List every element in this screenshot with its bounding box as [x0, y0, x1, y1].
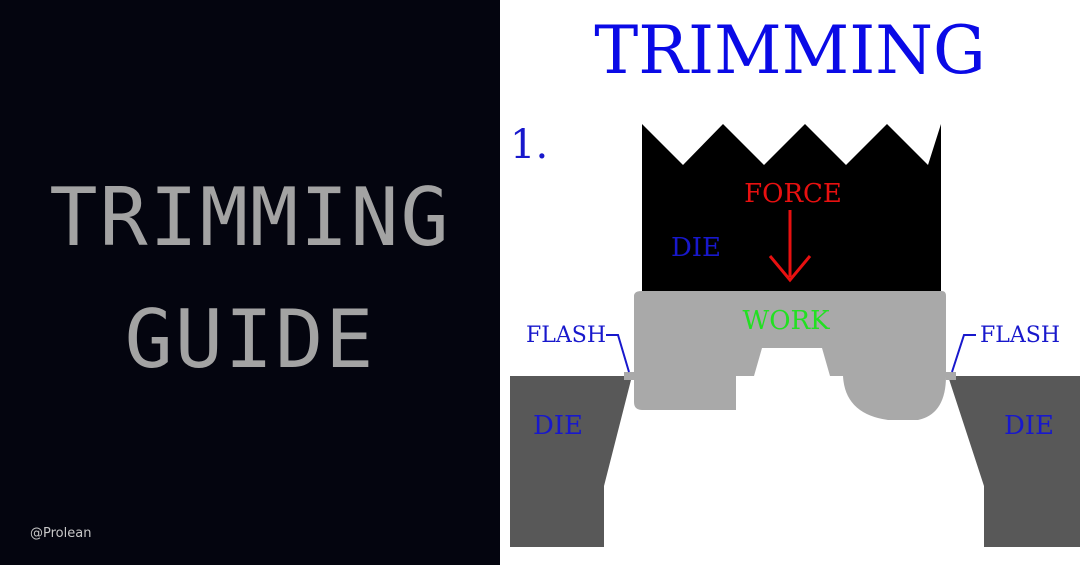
cover-title-line2: GUIDE	[124, 293, 376, 386]
lower-die-left	[510, 376, 632, 547]
upper-die-label: DIE	[671, 233, 721, 263]
lower-die-right	[948, 376, 1080, 547]
lower-die-right-label: DIE	[1004, 411, 1054, 441]
flash-right	[946, 372, 956, 380]
watermark: @Prolean	[30, 526, 92, 541]
cover-title-line1: TRIMMING	[49, 171, 451, 264]
diagram-title: TRIMMING	[594, 12, 986, 89]
step-number: 1.	[510, 122, 548, 168]
flash-label-right: FLASH	[980, 323, 1060, 348]
lower-die-left-label: DIE	[533, 411, 583, 441]
flash-left	[624, 372, 634, 380]
force-label: FORCE	[744, 179, 842, 209]
flash-label-left: FLASH	[526, 323, 606, 348]
flash-leader-left	[606, 334, 630, 373]
work-label: WORK	[742, 306, 830, 336]
upper-die	[642, 124, 941, 291]
flash-leader-right	[951, 334, 976, 373]
diagram-panel: TRIMMING 1. FORCE DIE WORK FLASH FLASH D…	[500, 0, 1080, 565]
workpiece	[634, 291, 946, 420]
cover-panel: TRIMMING GUIDE @Prolean	[0, 0, 500, 565]
force-arrow-head	[768, 255, 812, 283]
trimming-diagram: TRIMMING 1. FORCE DIE WORK FLASH FLASH D…	[510, 12, 1080, 547]
